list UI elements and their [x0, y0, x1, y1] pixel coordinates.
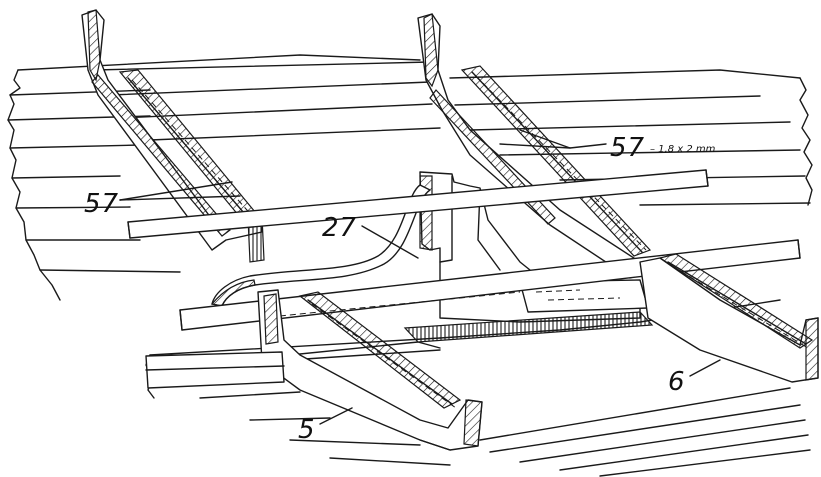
label-6: 6 [668, 367, 686, 397]
hull-planking-left [7, 54, 421, 301]
label-27: 27 [322, 213, 357, 243]
part-6-frame [639, 253, 819, 383]
beam-57-upper [127, 169, 709, 239]
label-5: 5 [298, 415, 316, 445]
label-57-left: 57 [84, 189, 119, 219]
leader-lines [119, 129, 721, 425]
label-57-dimension: – 1,8 x 2 mm [650, 144, 716, 155]
keelson-band [259, 311, 654, 363]
part-5-frame [257, 289, 483, 451]
stringer-right [460, 65, 652, 257]
keel-block-left [145, 351, 285, 389]
label-57-right: 57 [610, 133, 645, 163]
